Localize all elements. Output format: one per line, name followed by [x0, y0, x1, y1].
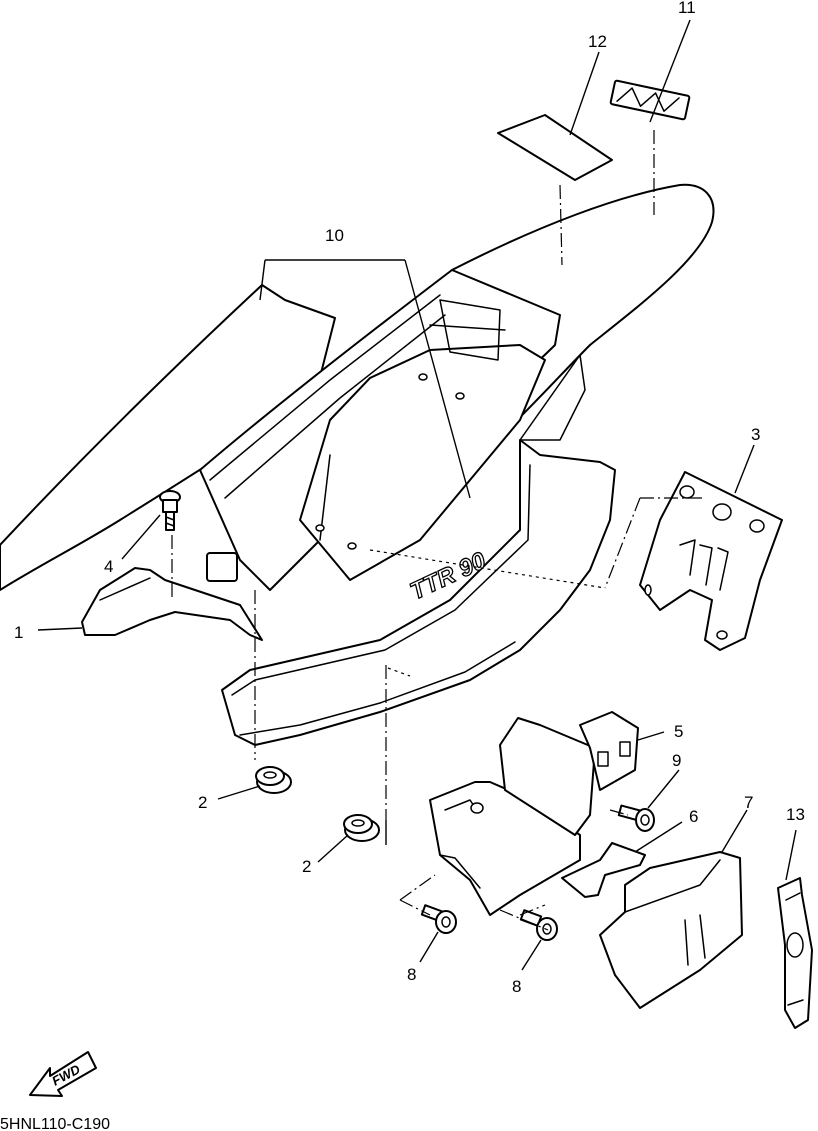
- callout-labels: 1 2 2 3 4 5 6 7 8 8 9 10 11 12 13: [14, 0, 805, 996]
- seat-mount-block: [206, 552, 238, 582]
- callout-6: 6: [689, 807, 698, 826]
- callout-8-right: 8: [512, 977, 521, 996]
- diagram-code: 5HNL110-C190: [0, 1116, 110, 1131]
- battery-band[interactable]: [777, 877, 813, 1029]
- callout-2-upper: 2: [198, 793, 207, 812]
- bolt-4[interactable]: [159, 490, 181, 531]
- callout-11: 11: [678, 0, 696, 17]
- callout-4: 4: [104, 557, 113, 576]
- grommet-upper[interactable]: [255, 766, 292, 794]
- callout-5: 5: [674, 722, 683, 741]
- callout-8-left: 8: [407, 965, 416, 984]
- battery-case[interactable]: [599, 851, 743, 1009]
- bolt-9[interactable]: [617, 804, 655, 832]
- battery-pad[interactable]: [561, 842, 646, 898]
- callout-7: 7: [744, 793, 753, 812]
- bolt-8-left[interactable]: [420, 904, 457, 934]
- side-cover-front[interactable]: [81, 552, 263, 641]
- assembly-lines: [171, 130, 705, 931]
- callout-2-lower: 2: [302, 857, 311, 876]
- battery-box[interactable]: [429, 711, 639, 916]
- callout-9: 9: [672, 751, 681, 770]
- mounting-bracket[interactable]: [639, 471, 783, 651]
- seat-main-body[interactable]: [199, 183, 715, 591]
- callout-3: 3: [751, 425, 760, 444]
- callout-1: 1: [14, 623, 23, 642]
- callout-12: 12: [588, 32, 607, 51]
- emblem-decal[interactable]: [609, 79, 691, 121]
- bolt-8-right[interactable]: [519, 909, 558, 941]
- callout-leaders: [37, 19, 797, 971]
- grommet-lower[interactable]: [343, 814, 380, 842]
- warning-label[interactable]: [497, 114, 613, 181]
- callout-10: 10: [325, 226, 344, 245]
- callout-13: 13: [786, 805, 805, 824]
- fwd-arrow-icon: FWD: [29, 1051, 97, 1097]
